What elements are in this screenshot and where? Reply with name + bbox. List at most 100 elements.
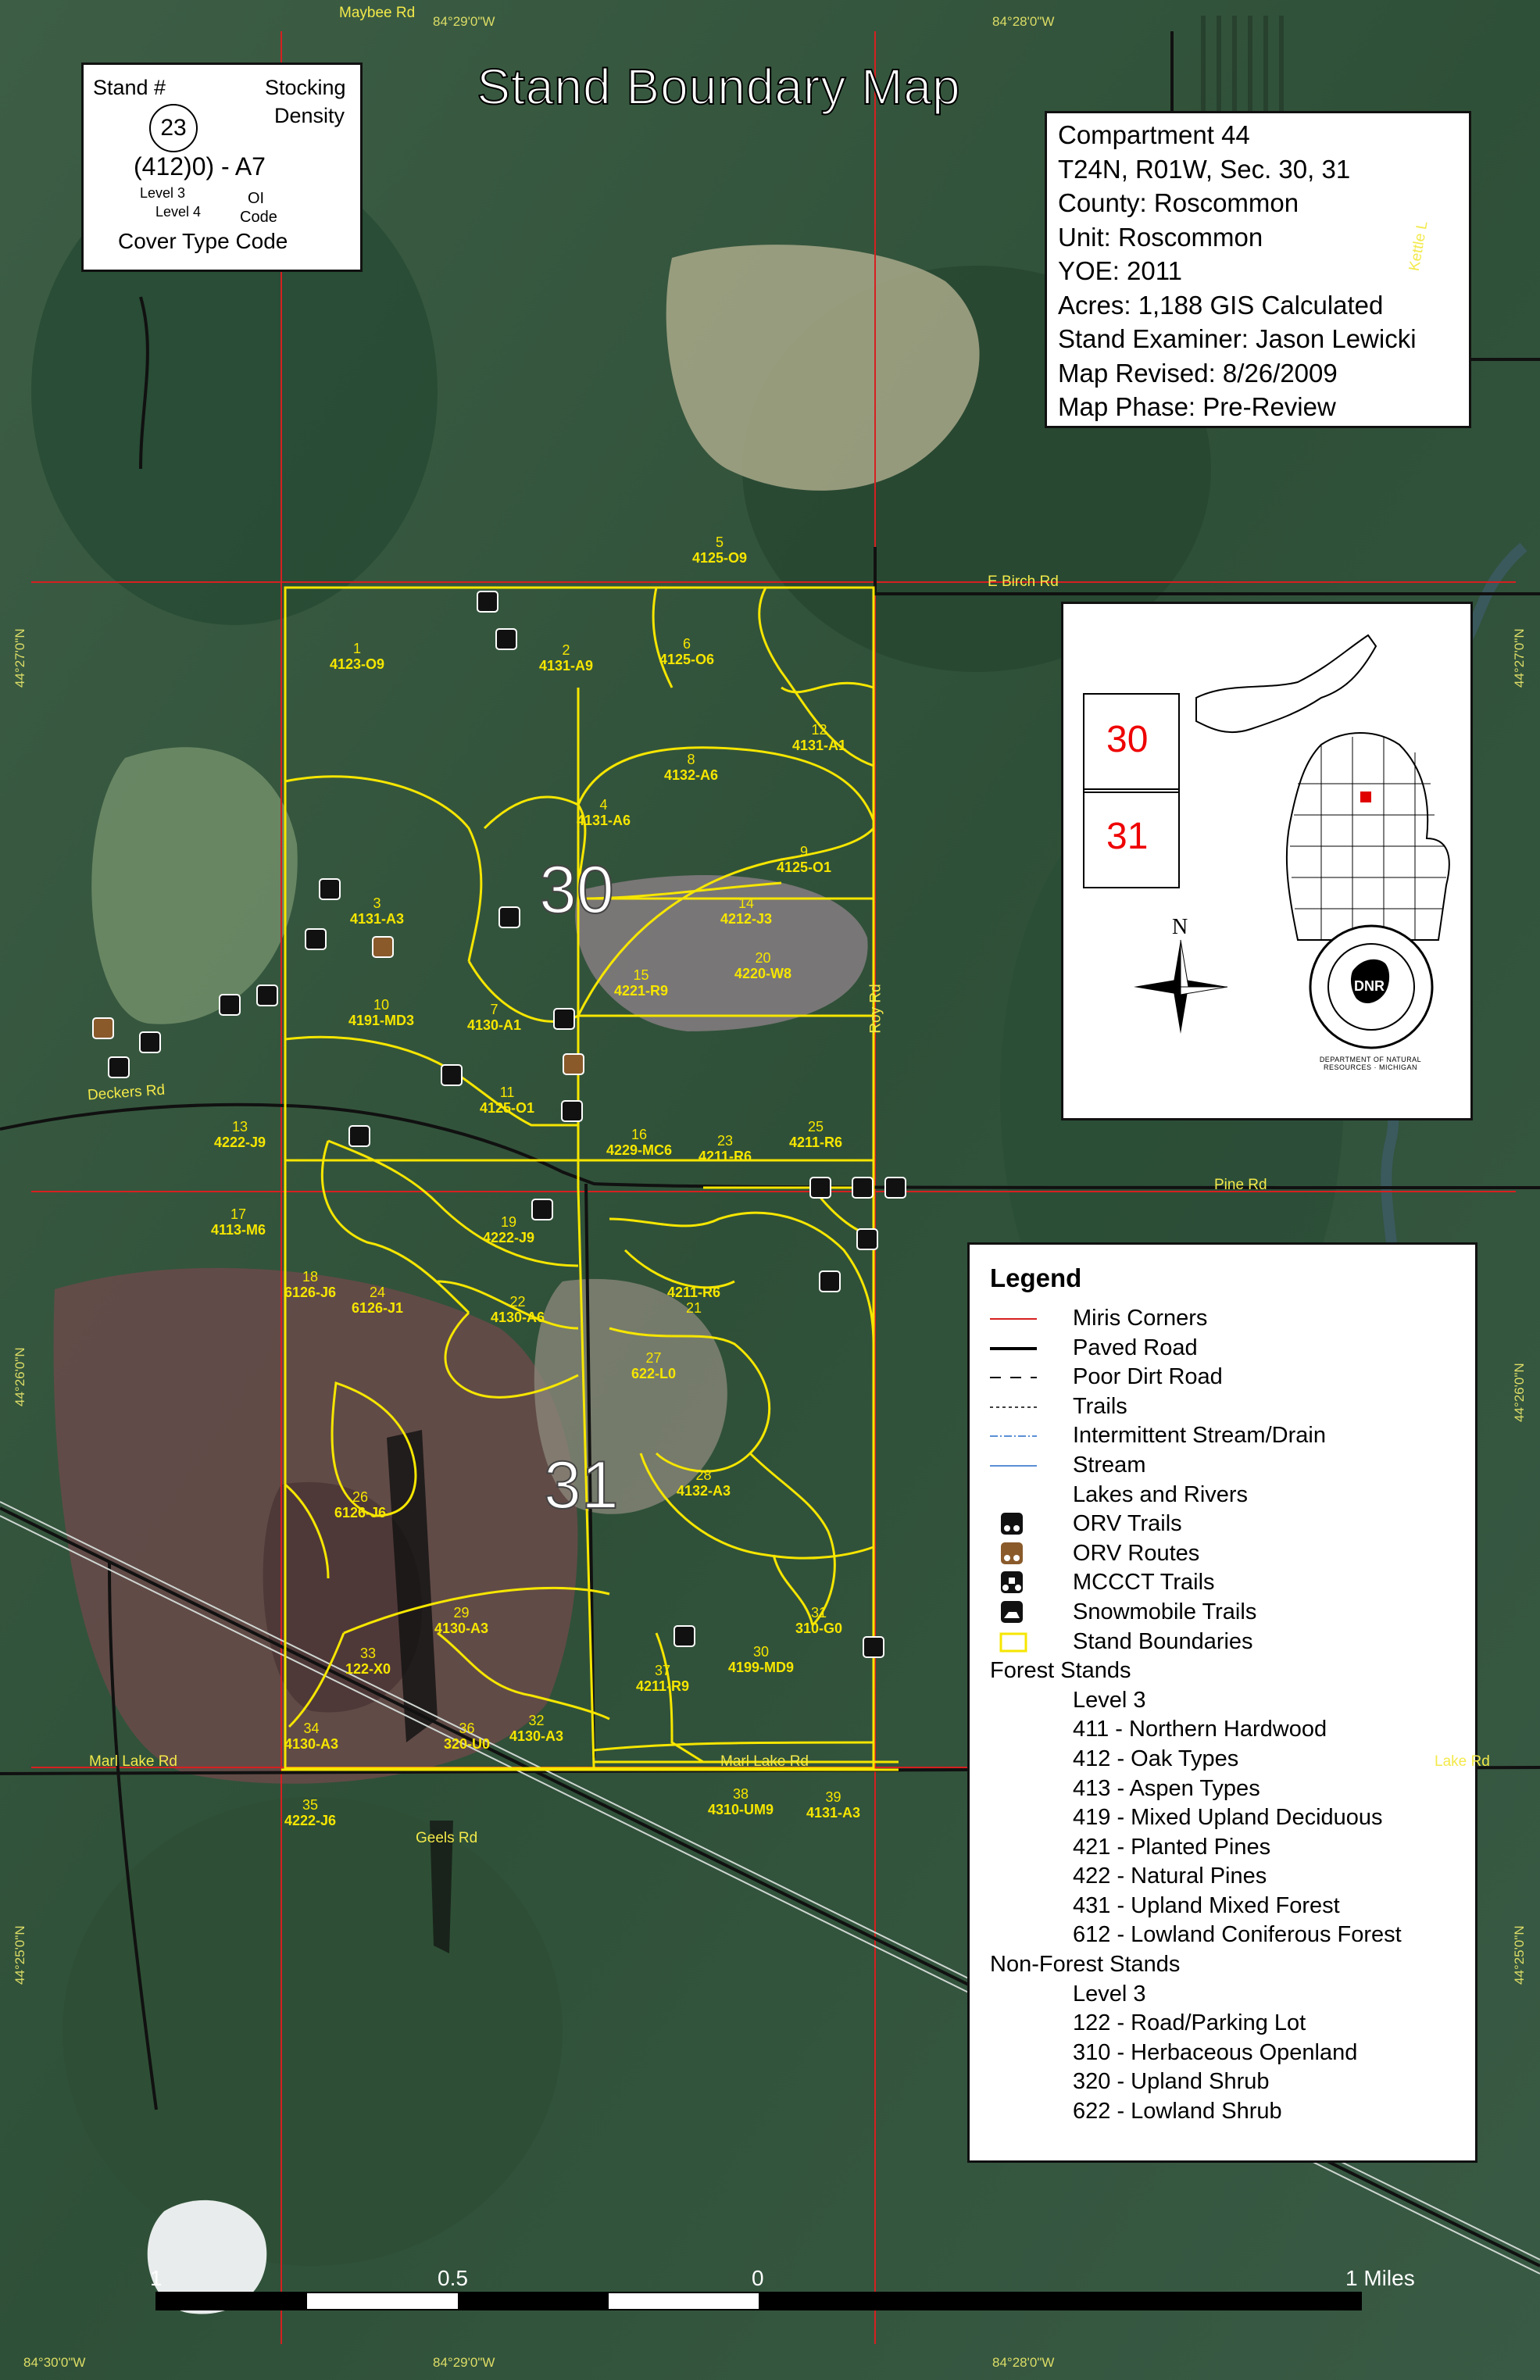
compartment-info-box: Compartment 44 T24N, R01W, Sec. 30, 31 C… bbox=[1045, 111, 1471, 428]
orv-icon[interactable] bbox=[441, 1064, 463, 1086]
snowmobile-icon[interactable] bbox=[561, 1100, 583, 1122]
legend-forest-item: 421 - Planted Pines bbox=[1073, 1834, 1271, 1860]
orv-icon[interactable] bbox=[256, 985, 278, 1006]
legend-item-lakes-rivers: Lakes and Rivers bbox=[990, 1481, 1455, 1510]
snowmobile-icon bbox=[1001, 1600, 1023, 1623]
mccct-icon bbox=[1001, 1571, 1023, 1594]
locator-section-30-label: 30 bbox=[1106, 719, 1149, 760]
legend-forest-item: 412 - Oak Types bbox=[1073, 1746, 1239, 1771]
snowmobile-icon[interactable] bbox=[809, 1177, 831, 1199]
orv-icon[interactable] bbox=[219, 994, 241, 1016]
road-label-pine: Pine Rd bbox=[1214, 1177, 1267, 1193]
coord-top-east: 84°28'0"W bbox=[992, 14, 1055, 29]
legend-nonforest-head: Non-Forest Stands bbox=[990, 1952, 1181, 1978]
mccct-icon[interactable] bbox=[348, 1125, 370, 1147]
key-code: Code bbox=[240, 209, 277, 226]
legend-item-stand-boundaries: Stand Boundaries bbox=[990, 1628, 1455, 1657]
mccct-icon[interactable] bbox=[674, 1625, 695, 1647]
stand-key-box: Stand # Stocking Density 23 (412)0) - A7… bbox=[81, 63, 363, 272]
road-label-marl-lake-far: Lake Rd bbox=[1435, 1753, 1490, 1770]
scale-label-0: 0 bbox=[752, 2266, 764, 2290]
snowmobile-icon[interactable] bbox=[139, 1031, 161, 1053]
orv-icon[interactable] bbox=[477, 591, 498, 613]
key-level4: Level 4 bbox=[155, 204, 202, 220]
scale-bar bbox=[155, 2292, 1362, 2310]
locator-section-31: 31 bbox=[1083, 788, 1180, 888]
legend-forest-item: 422 - Natural Pines bbox=[1073, 1864, 1267, 1889]
dnr-seal-text: DNR bbox=[1354, 978, 1385, 994]
info-line: Map Revised: 8/26/2009 bbox=[1058, 358, 1338, 388]
orv-icon[interactable] bbox=[305, 928, 327, 950]
coord-left-c: 44°25'0"N bbox=[13, 1925, 27, 1985]
info-line: Compartment 44 bbox=[1058, 120, 1250, 149]
legend-nonforest-item: 122 - Road/Parking Lot bbox=[1073, 2010, 1306, 2036]
orv-icon[interactable] bbox=[863, 1636, 884, 1658]
info-line: T24N, R01W, Sec. 30, 31 bbox=[1058, 154, 1351, 184]
orv-icon[interactable] bbox=[884, 1177, 906, 1199]
legend-forest-item: 413 - Aspen Types bbox=[1073, 1775, 1260, 1801]
orv-icon bbox=[1001, 1513, 1023, 1535]
orv-icon[interactable] bbox=[495, 628, 517, 650]
coord-top-west: 84°29'0"W bbox=[433, 14, 495, 29]
miris-corner-line-icon bbox=[990, 1318, 1037, 1320]
key-example-code: (412)0) - A7 bbox=[134, 152, 266, 180]
orv-icon[interactable] bbox=[852, 1177, 874, 1199]
coord-left-a: 44°27'0"N bbox=[13, 628, 27, 688]
michigan-outline bbox=[1134, 634, 1450, 1049]
coord-right-a: 44°27'0"N bbox=[1512, 628, 1527, 688]
mccct-icon[interactable] bbox=[319, 878, 341, 900]
info-line: Acres: 1,188 GIS Calculated bbox=[1058, 290, 1384, 320]
orv-icon[interactable] bbox=[108, 1056, 130, 1078]
legend-item-snowmobile-trails: Snowmobile Trails bbox=[990, 1598, 1455, 1628]
legend-nonforest-item: 622 - Lowland Shrub bbox=[1073, 2099, 1282, 2124]
legend-nonforest-item: 320 - Upland Shrub bbox=[1073, 2069, 1270, 2095]
snowmobile-icon[interactable] bbox=[498, 906, 520, 928]
info-line: County: Roscommon bbox=[1058, 188, 1299, 217]
trail-line-icon bbox=[990, 1406, 1037, 1408]
orv-route-icon[interactable] bbox=[92, 1017, 114, 1039]
orv-icon[interactable] bbox=[856, 1228, 878, 1250]
info-line: YOE: 2011 bbox=[1058, 256, 1182, 285]
scale-label-half: 0.5 bbox=[438, 2266, 468, 2290]
locator-box: 30 31 bbox=[1061, 602, 1473, 1120]
legend-nonforest-level: Level 3 bbox=[1073, 1981, 1146, 2007]
orv-icon[interactable] bbox=[819, 1270, 841, 1292]
key-example-circle: 23 bbox=[149, 104, 198, 152]
mccct-icon[interactable] bbox=[531, 1199, 553, 1220]
orv-route-icon[interactable] bbox=[563, 1053, 584, 1075]
stream-line-icon bbox=[990, 1464, 1037, 1467]
coord-left-b: 44°26'0"N bbox=[13, 1347, 27, 1406]
coord-bottom-far-west: 84°30'0"W bbox=[23, 2355, 86, 2370]
road-label-e-birch: E Birch Rd bbox=[988, 574, 1059, 590]
road-label-roy: Roy Rd bbox=[867, 984, 884, 1034]
orv-route-icon[interactable] bbox=[372, 936, 394, 958]
stand-boundary-swatch-icon bbox=[999, 1632, 1027, 1653]
lake-fill-icon bbox=[990, 1486, 1037, 1504]
orv-icon[interactable] bbox=[553, 1008, 575, 1030]
north-arrow-icon bbox=[1134, 939, 1228, 1034]
key-oi: OI bbox=[248, 190, 265, 207]
paved-road-line-icon bbox=[990, 1346, 1037, 1350]
